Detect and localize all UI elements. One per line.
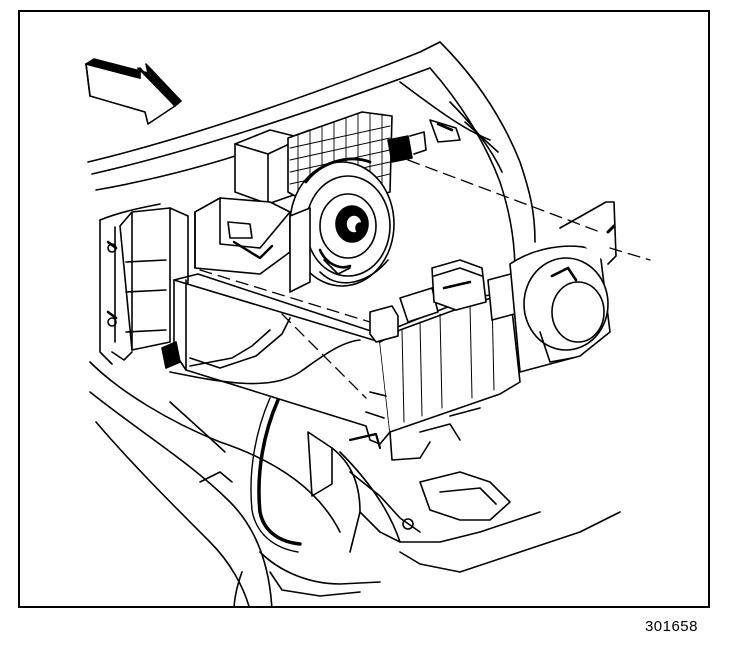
upper-mount xyxy=(387,119,461,163)
figure-frame xyxy=(18,10,710,608)
dash-panel-left xyxy=(99,203,189,365)
blower-motor-removal-illustration xyxy=(85,41,651,606)
figure-number: 301658 xyxy=(644,618,698,635)
cowl-panel xyxy=(87,41,536,273)
blower-motor-installed-icon xyxy=(318,193,377,275)
hvac-module-icon xyxy=(173,201,617,461)
fender-well-icon xyxy=(89,317,621,606)
direction-arrow-icon xyxy=(85,58,182,125)
lower-brackets xyxy=(111,329,271,369)
